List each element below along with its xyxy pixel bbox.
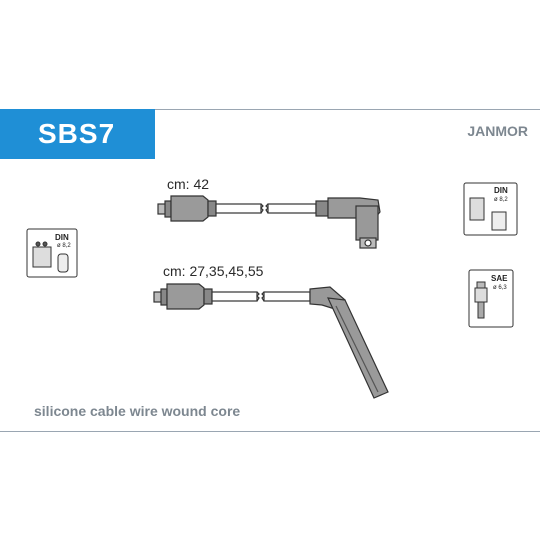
- cable-1-wire-right: [267, 203, 317, 214]
- right-top-din-symbol: [463, 182, 518, 236]
- product-code-badge: [0, 109, 155, 159]
- right-bottom-sae-symbol: [468, 269, 514, 328]
- right-top-symbol-diameter: ø 8,2: [494, 197, 508, 203]
- right-top-symbol-standard: DIN: [494, 186, 508, 195]
- brand-name: JANMOR: [467, 123, 528, 139]
- cable-1-wire-left: [215, 203, 262, 214]
- terminal-icon: [57, 253, 69, 273]
- cable-2-break-left: [256, 291, 260, 302]
- right-bottom-symbol-diameter: ø 6,3: [493, 285, 507, 291]
- cable-2-wire-right: [263, 291, 311, 302]
- cable-2-length: cm: 27,35,45,55: [163, 263, 264, 279]
- left-symbol-diameter: ø 8,2: [57, 243, 71, 249]
- cable-1-length: cm: 42: [167, 176, 210, 192]
- cable-1-terminal-connector: [157, 195, 217, 222]
- distributor-cap-icon: [32, 246, 52, 268]
- top-divider-line: [155, 109, 540, 110]
- left-din-symbol: [26, 228, 78, 278]
- coil-terminal-icon: [469, 197, 485, 221]
- left-symbol-standard: DIN: [55, 233, 69, 242]
- cable-2: [153, 283, 389, 399]
- product-code: SBS7: [38, 118, 116, 149]
- spark-plug-icon: [476, 281, 486, 289]
- cable-1-angled-boot: [315, 197, 381, 249]
- cable-1-break-left: [260, 203, 264, 214]
- bottom-divider-line: [0, 431, 540, 432]
- cable-description: silicone cable wire wound core: [34, 403, 241, 419]
- right-bottom-symbol-standard: SAE: [491, 274, 508, 283]
- cable-1: [157, 195, 381, 249]
- cable-2-terminal-connector: [153, 283, 213, 310]
- cable-2-wire-left: [211, 291, 258, 302]
- cable-2-straight-boot: [309, 286, 389, 399]
